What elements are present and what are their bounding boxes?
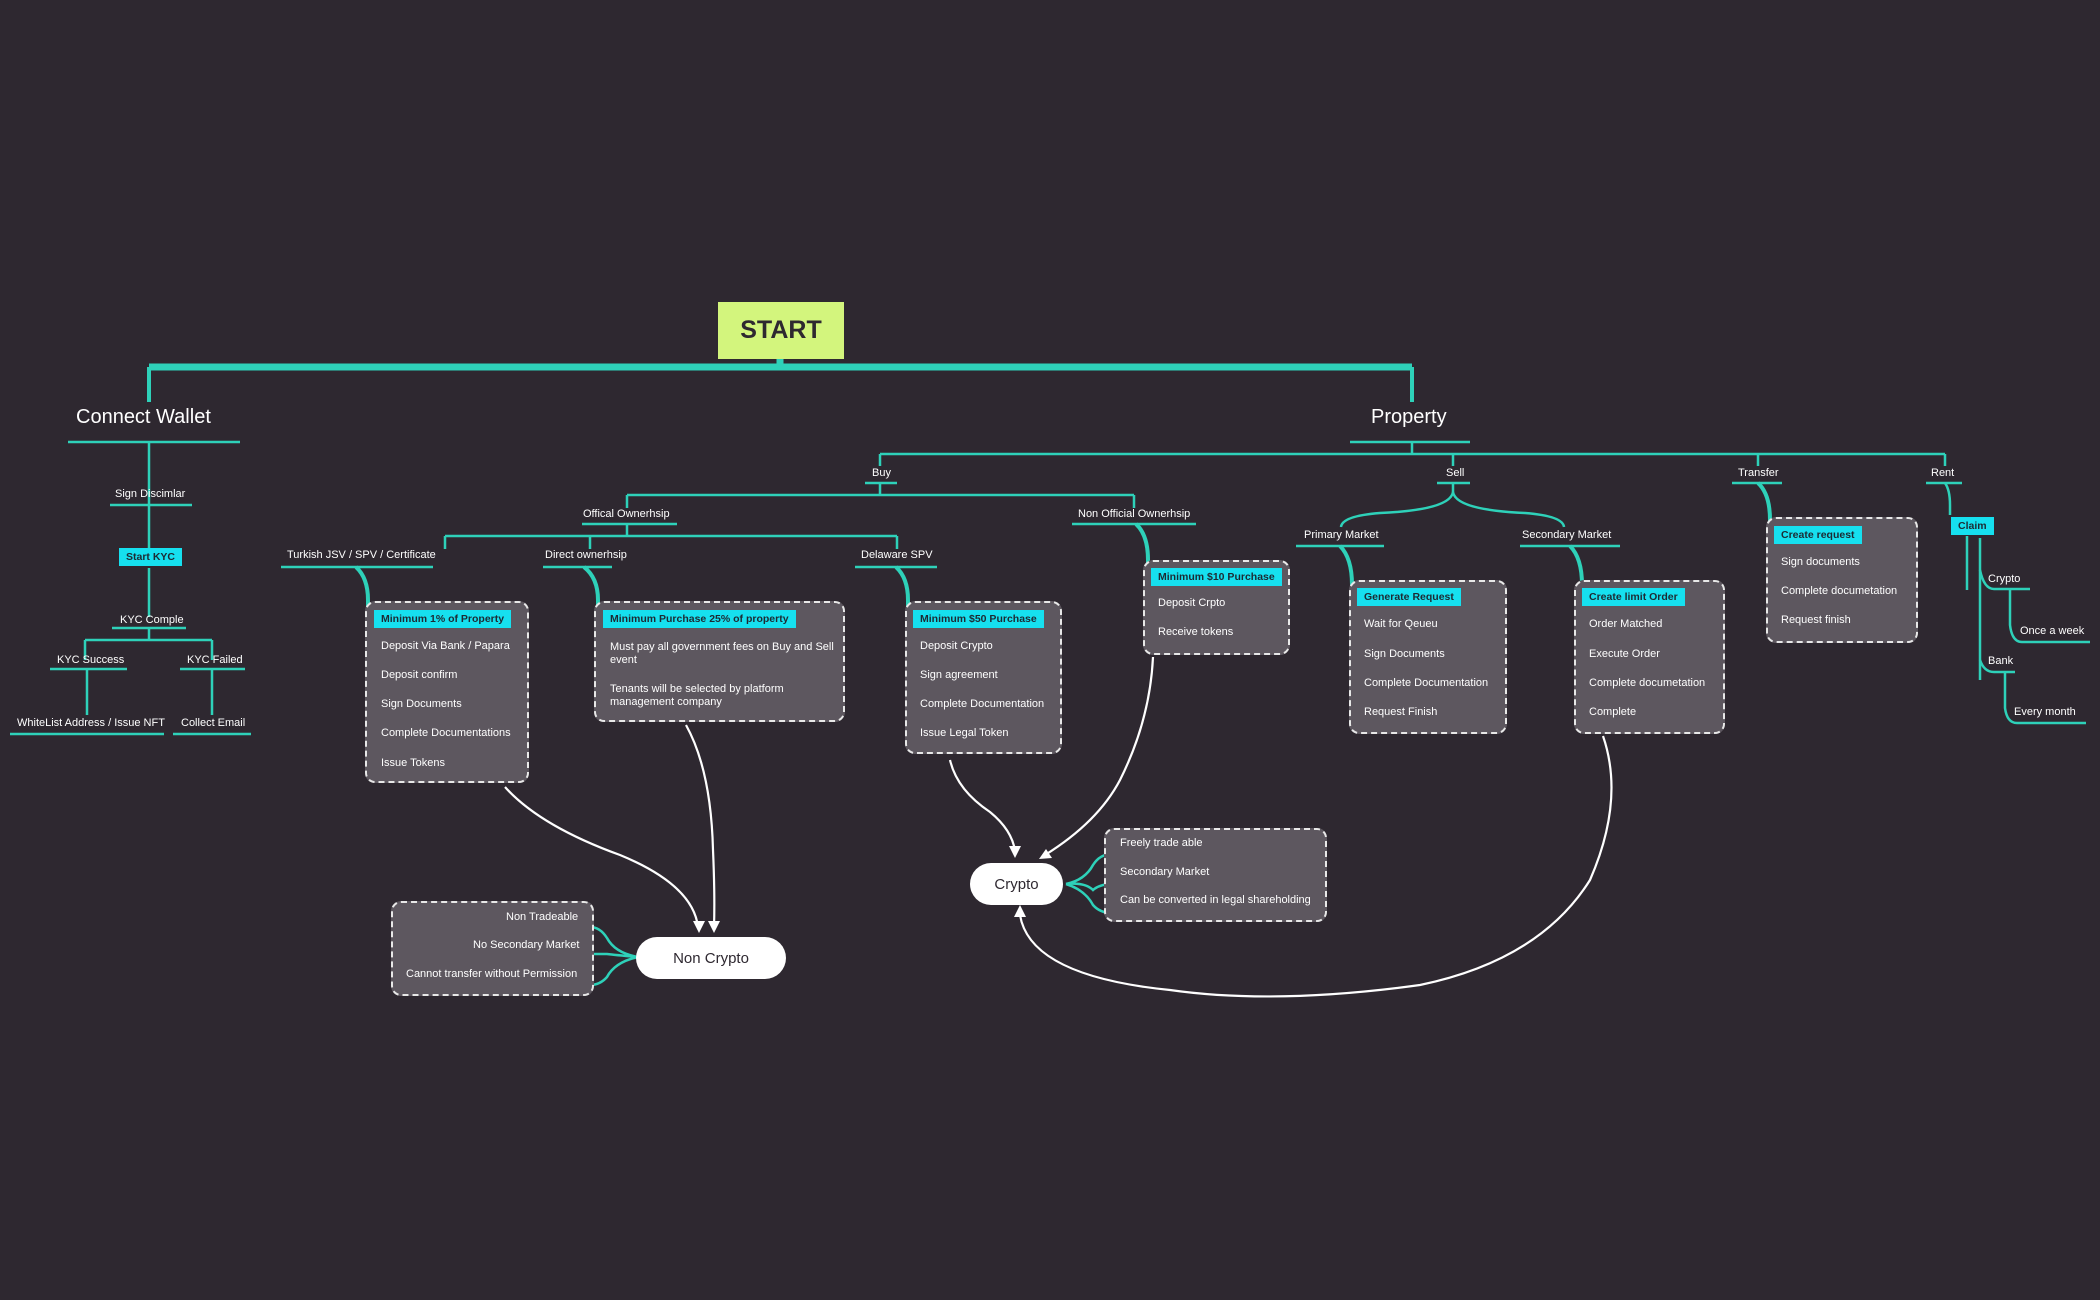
turkish-box-title: Minimum 1% of Property bbox=[374, 610, 512, 628]
turkish-item: Sign Documents bbox=[381, 698, 462, 710]
start-kyc-label: Start KYC bbox=[119, 548, 183, 566]
sell-label: Sell bbox=[1446, 467, 1465, 479]
whitelist-label: WhiteList Address / Issue NFT bbox=[17, 717, 165, 729]
turkish-item: Deposit confirm bbox=[381, 669, 458, 681]
secondary-item: Execute Order bbox=[1589, 648, 1660, 660]
delaware-box-title: Minimum $50 Purchase bbox=[913, 610, 1044, 628]
sign-disclaimer-label: Sign Discimlar bbox=[115, 488, 186, 500]
collect-email-label: Collect Email bbox=[181, 717, 246, 729]
non-crypto-property-item: Cannot transfer without Permission bbox=[406, 968, 578, 980]
secondary-item: Order Matched bbox=[1589, 618, 1663, 630]
direct-ownership-label: Direct ownerhsip bbox=[545, 549, 627, 561]
transfer-box-title: Create request bbox=[1774, 526, 1862, 544]
secondary-box-title: Create limit Order bbox=[1582, 588, 1685, 606]
crypto-property-item: Secondary Market bbox=[1120, 866, 1210, 878]
kyc-complete-label: KYC Comple bbox=[120, 614, 184, 626]
non-crypto-outcome[interactable]: Non Crypto bbox=[636, 937, 786, 979]
rent-bank-label: Bank bbox=[1988, 655, 2014, 667]
transfer-item: Request finish bbox=[1781, 614, 1851, 626]
official-ownership-label: Offical Ownerhsip bbox=[583, 508, 670, 520]
turkish-item: Issue Tokens bbox=[381, 757, 446, 769]
non-official-ownership-label: Non Official Ownerhsip bbox=[1078, 508, 1191, 520]
non-official-box-title: Minimum $10 Purchase bbox=[1151, 568, 1282, 586]
delaware-item: Complete Documentation bbox=[920, 698, 1045, 710]
direct-item: Must pay all government fees on Buy and … bbox=[610, 641, 834, 666]
secondary-market-label: Secondary Market bbox=[1522, 529, 1612, 541]
direct-box-title: Minimum Purchase 25% of property bbox=[603, 610, 796, 628]
rent-label: Rent bbox=[1931, 467, 1955, 479]
delaware-label: Delaware SPV bbox=[861, 549, 933, 561]
turkish-item: Complete Documentations bbox=[381, 727, 511, 739]
rent-crypto-label: Crypto bbox=[1988, 573, 2021, 585]
transfer-item: Complete documetation bbox=[1781, 585, 1898, 597]
crypto-outcome[interactable]: Crypto bbox=[970, 863, 1063, 905]
direct-item: Tenants will be selected by platform man… bbox=[610, 683, 784, 708]
buy-label: Buy bbox=[872, 467, 891, 479]
claim-label: Claim bbox=[1951, 517, 1994, 535]
primary-box-title: Generate Request bbox=[1357, 588, 1461, 606]
connect-wallet-title: Connect Wallet bbox=[76, 406, 211, 428]
primary-market-label: Primary Market bbox=[1304, 529, 1379, 541]
property-title: Property bbox=[1371, 406, 1447, 428]
primary-item: Complete Documentation bbox=[1364, 677, 1489, 689]
transfer-item: Sign documents bbox=[1781, 556, 1860, 568]
non-official-item: Receive tokens bbox=[1158, 626, 1234, 638]
crypto-properties-box bbox=[1104, 828, 1327, 922]
crypto-property-item: Can be converted in legal shareholding bbox=[1120, 894, 1311, 906]
kyc-failed-label: KYC Failed bbox=[187, 654, 243, 666]
crypto-property-item: Freely trade able bbox=[1120, 837, 1203, 849]
non-crypto-properties-box bbox=[391, 901, 594, 996]
turkish-item: Deposit Via Bank / Papara bbox=[381, 640, 510, 652]
turkish-label: Turkish JSV / SPV / Certificate bbox=[287, 549, 436, 561]
non-crypto-property-item: No Secondary Market bbox=[473, 939, 580, 951]
delaware-item: Sign agreement bbox=[920, 669, 998, 681]
secondary-item: Complete bbox=[1589, 706, 1637, 718]
every-month-label: Every month bbox=[2014, 706, 2076, 718]
delaware-item: Issue Legal Token bbox=[920, 727, 1009, 739]
secondary-item: Complete documetation bbox=[1589, 677, 1706, 689]
transfer-label: Transfer bbox=[1738, 467, 1779, 479]
primary-item: Request Finish bbox=[1364, 706, 1438, 718]
start-node[interactable]: START bbox=[718, 302, 844, 359]
primary-item: Wait for Qeueu bbox=[1364, 618, 1438, 630]
non-official-item: Deposit Crpto bbox=[1158, 597, 1226, 609]
non-crypto-property-item: Non Tradeable bbox=[506, 911, 579, 923]
turkish-box bbox=[365, 601, 529, 783]
once-a-week-label: Once a week bbox=[2020, 625, 2085, 637]
delaware-item: Deposit Crypto bbox=[920, 640, 993, 652]
primary-item: Sign Documents bbox=[1364, 648, 1445, 660]
kyc-success-label: KYC Success bbox=[57, 654, 125, 666]
